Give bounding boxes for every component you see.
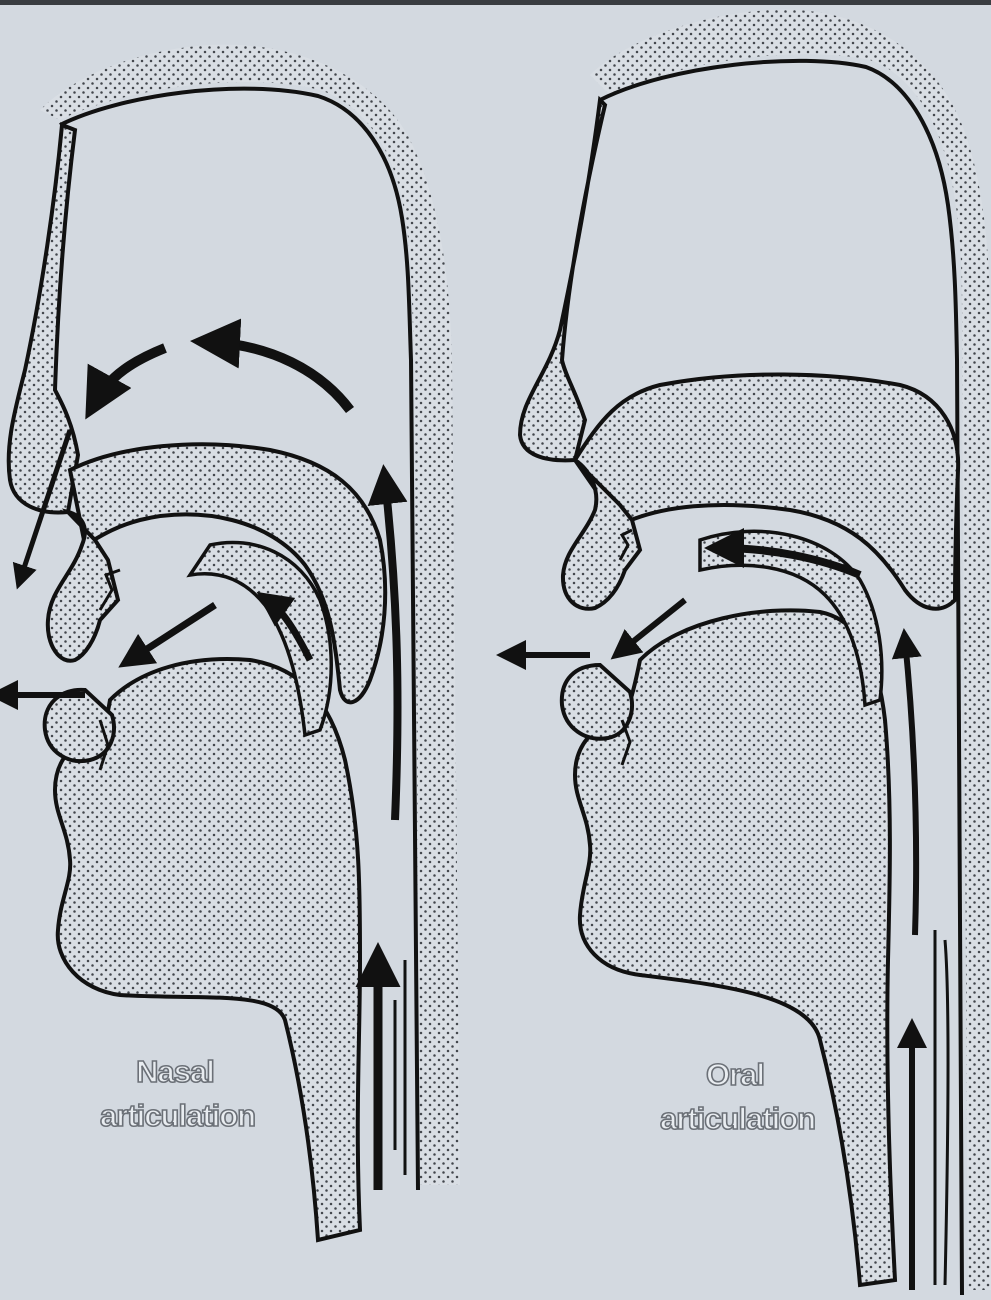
nasal-arrow-nasopharynx (385, 480, 398, 820)
oral-arrow-oropharynx (905, 640, 916, 935)
nasal-arrow-nasal-cavity (210, 342, 350, 410)
oral-lower-lip (562, 665, 632, 739)
nasal-lower-lip (45, 690, 114, 761)
nasal-arrow-nasal-front (95, 348, 165, 402)
oral-caption: Oral articulation (660, 1053, 810, 1141)
nasal-arrow-oral-mid (130, 605, 215, 660)
nasal-caption-line-1: Nasal (100, 1050, 250, 1094)
oral-caption-line-2: articulation (660, 1097, 810, 1141)
oral-palate (575, 374, 958, 608)
oral-nose (520, 100, 605, 460)
nasal-caption-line-2: articulation (100, 1094, 250, 1138)
nasal-larynx-lines (395, 960, 405, 1175)
nasal-nose (9, 125, 78, 513)
oral-caption-line-1: Oral (660, 1053, 810, 1097)
nasal-caption: Nasal articulation (100, 1050, 250, 1138)
oral-larynx-lines (935, 930, 948, 1285)
